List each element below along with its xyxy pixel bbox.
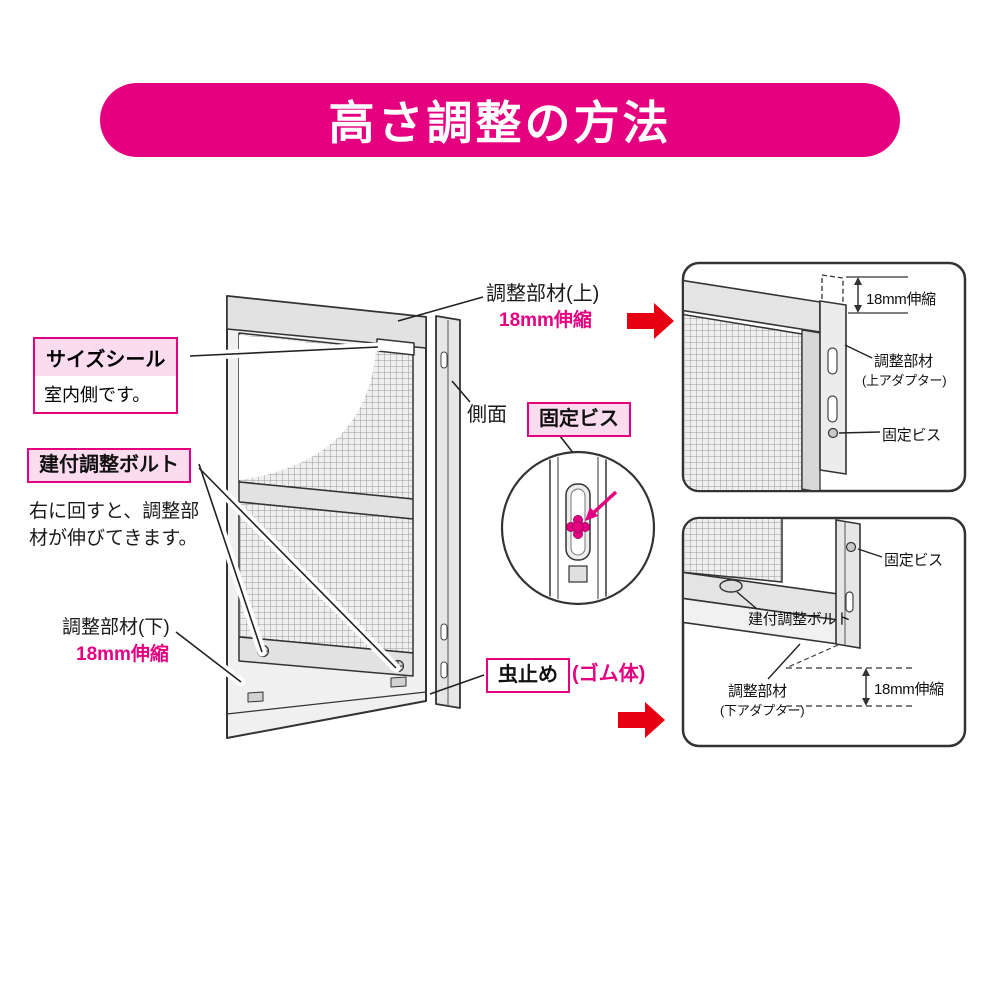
side-face-label: 側面 bbox=[467, 404, 507, 426]
detail-panel-top bbox=[681, 261, 967, 493]
panel-bottom-bolt-label: 建付調整ボルト bbox=[748, 611, 851, 628]
adjuster-bottom-label: 調整部材(下) bbox=[62, 617, 170, 638]
rubber-body-label: (ゴム体) bbox=[572, 663, 646, 685]
title-banner: 高さ調整の方法 bbox=[100, 83, 900, 157]
lower-mesh bbox=[238, 501, 414, 654]
fit-bolt-target bbox=[719, 579, 743, 593]
panel-top-adjuster-label: 調整部材 bbox=[874, 353, 933, 370]
page-title: 高さ調整の方法 bbox=[328, 97, 672, 149]
stretch-bottom-label: 18mm伸縮 bbox=[76, 644, 169, 665]
upper-adapter bbox=[819, 300, 847, 475]
bolt-note-line2: 材が伸びてきます。 bbox=[29, 528, 198, 549]
dimension-top bbox=[846, 276, 908, 314]
fixing-screw-target-bottom bbox=[845, 541, 857, 553]
dimension-bottom bbox=[785, 644, 912, 707]
fit-adjust-bolt-callout: 建付調整ボルト bbox=[27, 448, 191, 483]
panel-top-stretch-label: 18mm伸縮 bbox=[866, 291, 936, 308]
adjust-bolt-screw bbox=[566, 515, 590, 539]
indoor-side-note: 室内側です。 bbox=[35, 376, 177, 412]
screw-detail-inset bbox=[500, 450, 656, 606]
fixing-screw-target-top bbox=[827, 427, 839, 439]
size-seal-label: サイズシール bbox=[35, 339, 177, 376]
panel-bottom-adjuster-label: 調整部材 bbox=[728, 683, 787, 700]
fixing-screw-callout: 固定ビス bbox=[527, 402, 631, 437]
red-arrow-bottom bbox=[618, 702, 665, 738]
bug-stopper-callout: 虫止め bbox=[486, 658, 570, 693]
bolt-note-line1: 右に回すと、調整部 bbox=[29, 501, 200, 522]
top-rail bbox=[226, 295, 427, 349]
detail-panel-bottom bbox=[681, 516, 967, 748]
size-seal-callout: サイズシール 室内側です。 bbox=[33, 337, 179, 414]
screen-door-drawing bbox=[226, 295, 461, 739]
bottom-rail bbox=[238, 636, 414, 677]
side-rail bbox=[435, 315, 461, 709]
panel-bottom-adjuster-sub-label: (下アダプター) bbox=[720, 703, 805, 718]
leader-lines bbox=[175, 296, 575, 695]
panel-top-adjuster-sub-label: (上アダプター) bbox=[862, 373, 947, 388]
panel-top-screw-label: 固定ビス bbox=[882, 427, 941, 444]
adjuster-top-label: 調整部材(上) bbox=[486, 283, 600, 305]
panel-bottom-screw-label: 固定ビス bbox=[884, 552, 943, 569]
inset-pointer-arrow bbox=[585, 490, 618, 521]
panel-bottom-stretch-label: 18mm伸縮 bbox=[874, 681, 944, 698]
mesh-cutaway bbox=[239, 335, 376, 480]
red-arrow-top bbox=[627, 303, 674, 339]
stretch-top-label: 18mm伸縮 bbox=[499, 310, 592, 331]
